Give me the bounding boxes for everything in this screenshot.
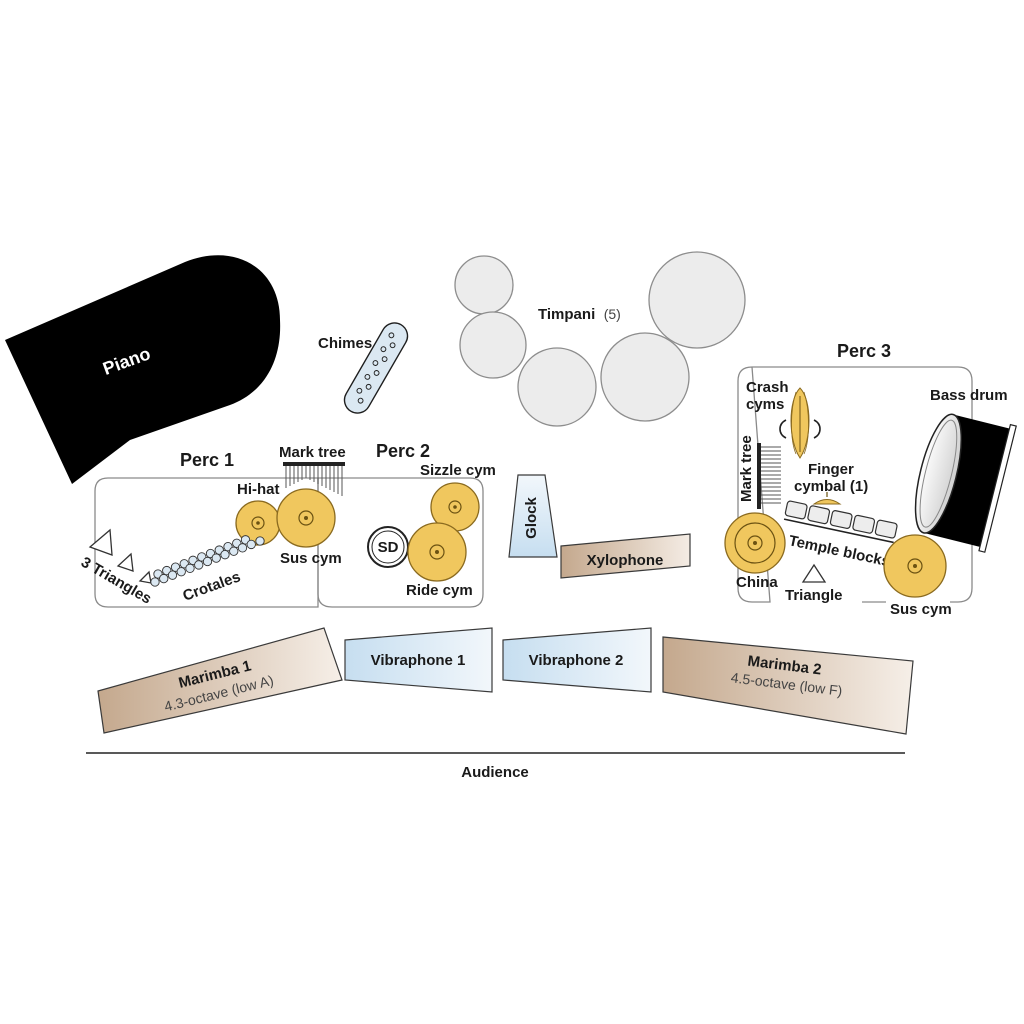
- perc2-area: Perc 2: [317, 441, 484, 608]
- three-triangles: 3 Triangles: [78, 528, 154, 608]
- triangle-icon: [138, 570, 152, 584]
- temple-block-icon: [829, 510, 853, 529]
- sizzle-cym-label: Sizzle cym: [420, 462, 496, 479]
- crotale-disc-icon: [211, 553, 221, 563]
- perc2-label: Perc 2: [376, 441, 430, 461]
- vibraphone1-label: Vibraphone 1: [371, 652, 466, 669]
- timpani-drum: [517, 347, 597, 427]
- finger-cymbal-label: Finger cymbal (1): [794, 461, 868, 495]
- triangle-label: Triangle: [785, 587, 843, 604]
- triangle-icon: [801, 563, 827, 583]
- mark-tree-right: Mark tree: [738, 435, 781, 509]
- crotale-disc-icon: [237, 543, 248, 553]
- crash-cyms-icon: [779, 387, 821, 459]
- audience-label: Audience: [461, 764, 529, 781]
- timpani-drum: [459, 311, 527, 379]
- sus-cym-left-label: Sus cym: [280, 550, 342, 567]
- crash-cyms: Crash cyms: [746, 379, 821, 459]
- triangle-icon: [116, 552, 134, 572]
- snare-drum: SD: [367, 526, 409, 568]
- vibraphone-1: Vibraphone 1: [344, 627, 493, 693]
- mark-tree-bar-icon: [283, 462, 345, 466]
- triangle: Triangle: [785, 563, 843, 604]
- crotale-disc-icon: [229, 546, 239, 556]
- temple-block-icon: [807, 505, 831, 525]
- perc3-label: Perc 3: [837, 341, 891, 361]
- glock-label: Glock: [523, 497, 540, 539]
- bass-drum-icon: [914, 413, 1017, 553]
- timpani-label: Timpani (5): [538, 306, 621, 323]
- crotale-disc-icon: [150, 577, 160, 587]
- perc1-label: Perc 1: [180, 450, 234, 470]
- mark-tree-right-label: Mark tree: [738, 435, 755, 502]
- finger-cymbal-icon: [812, 499, 842, 505]
- chimes: Chimes: [318, 322, 409, 414]
- temple-block-icon: [852, 514, 876, 534]
- sizzle-cym: Sizzle cym: [420, 462, 496, 532]
- finger-cymbal: Finger cymbal (1): [794, 461, 868, 505]
- timpani-drum: [600, 332, 690, 422]
- marimba-2: Marimba 2 4.5-octave (low F): [662, 636, 914, 735]
- sd-label: SD: [378, 539, 399, 556]
- crotale-disc-icon: [255, 536, 265, 546]
- marimba-1: Marimba 1 4.3-octave (low A): [97, 627, 343, 734]
- ride-cym-label: Ride cym: [406, 582, 473, 599]
- vibraphone-2: Vibraphone 2: [502, 627, 652, 693]
- temple-blocks: [783, 500, 898, 544]
- crash-cyms-label: Crash cyms: [746, 379, 793, 413]
- triangle-icon: [88, 528, 113, 556]
- mark-tree-left: Mark tree: [279, 444, 346, 496]
- perc1-area: Perc 1: [94, 450, 319, 608]
- mark-tree-right-bar-icon: [757, 443, 761, 509]
- crotale-disc-icon: [220, 550, 230, 560]
- timpani-drum: [648, 251, 746, 349]
- xylophone: Xylophone: [560, 533, 691, 579]
- crotale-disc-icon: [194, 560, 204, 570]
- piano: Piano: [5, 255, 281, 484]
- ride-cym: Ride cym: [406, 522, 473, 599]
- china-cymbal: China: [724, 512, 786, 591]
- chimes-label: Chimes: [318, 335, 372, 352]
- sus-cym-right-label: Sus cym: [890, 601, 952, 618]
- hihat-label: Hi-hat: [237, 481, 280, 498]
- vibraphone2-label: Vibraphone 2: [529, 652, 624, 669]
- timpani: Timpani (5): [454, 251, 746, 427]
- perc3-area: Perc 3: [737, 341, 973, 603]
- chimes-rack-icon: [343, 322, 409, 414]
- crotales-label: Crotales: [181, 568, 243, 605]
- temple-block-icon: [874, 519, 898, 539]
- crotale-disc-icon: [159, 573, 169, 584]
- sus-cym-right: Sus cym: [883, 534, 952, 618]
- china-label: China: [736, 574, 778, 591]
- crotale-disc-icon: [167, 570, 178, 580]
- sus-cym-left: Sus cym: [276, 488, 342, 567]
- temple-block-icon: [784, 500, 808, 520]
- crotale-disc-icon: [176, 567, 186, 577]
- crotale-disc-icon: [246, 539, 256, 550]
- glockenspiel: Glock: [508, 474, 558, 558]
- bass-drum: Bass drum: [914, 387, 1017, 553]
- crotale-disc-icon: [185, 563, 195, 573]
- timpani-drum: [454, 255, 514, 315]
- crotale-disc-icon: [202, 556, 213, 567]
- xylophone-label: Xylophone: [587, 552, 664, 569]
- crotales: [150, 535, 265, 587]
- audience: Audience: [86, 752, 905, 781]
- bass-drum-label: Bass drum: [930, 387, 1008, 404]
- hihat: Hi-hat: [235, 481, 281, 546]
- mark-tree-left-label: Mark tree: [279, 444, 346, 461]
